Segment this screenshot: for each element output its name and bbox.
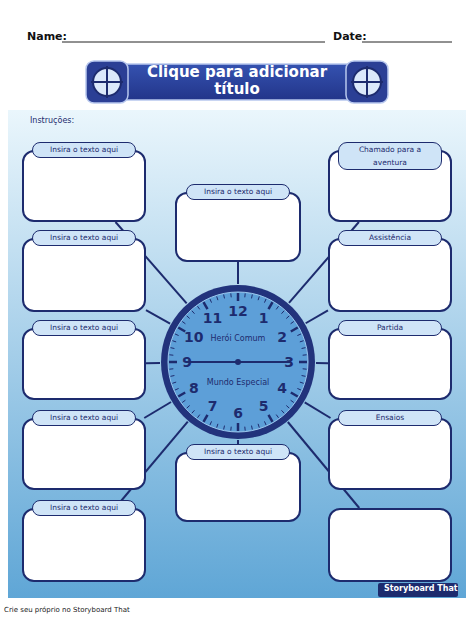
spoke-stroke — [306, 310, 328, 323]
instructions-label: Instruções: — [30, 116, 74, 125]
clock-number: 12 — [228, 302, 248, 320]
clock-circle: 12 12 3 45678 9 1011Herói ComumMundo Especial — [160, 284, 316, 440]
clock-number: 4 — [272, 379, 292, 397]
box-heading: Insira o texto aqui — [32, 500, 136, 516]
box-heading: Insira o texto aqui — [32, 410, 136, 426]
date-line — [362, 42, 452, 43]
footer-note: Crie seu próprio no Storyboard That — [4, 606, 130, 614]
clock-number: 8 — [184, 379, 204, 397]
text-box: Insira o texto aqui — [175, 452, 301, 522]
text-box: Insira o texto aqui — [22, 238, 146, 312]
clock-number: 10 — [184, 328, 204, 346]
name-line — [62, 42, 325, 43]
spoke-line — [238, 262, 239, 284]
spoke-stroke — [146, 362, 160, 364]
text-box: Chamado para a aventura — [328, 150, 452, 222]
clock-number: 9 — [177, 353, 197, 371]
spoke-stroke — [316, 362, 328, 364]
spoke-line — [146, 310, 170, 324]
clock-number: 2 — [272, 328, 292, 346]
clock-caption: Herói Comum — [160, 334, 316, 343]
text-box: Insira o texto aqui — [22, 150, 146, 222]
text-box: Assistência — [328, 238, 452, 312]
background-panel — [8, 110, 466, 598]
date-field-label: Date: — [333, 30, 367, 43]
text-box: Insira o texto aqui — [22, 328, 146, 400]
box-heading: Insira o texto aqui — [32, 230, 136, 246]
title-banner — [100, 64, 376, 100]
box-heading: Insira o texto aqui — [186, 444, 290, 460]
spoke-line — [146, 363, 160, 364]
text-box: Insira o texto aqui — [22, 508, 146, 582]
clock-number: 5 — [254, 397, 274, 415]
target-icon — [346, 61, 388, 103]
box-heading: Insira o texto aqui — [32, 320, 136, 336]
clock-number: 6 — [228, 404, 248, 422]
spoke-stroke — [146, 310, 170, 324]
clock-caption: Mundo Especial — [160, 378, 316, 387]
clock-number: 1 — [254, 309, 274, 327]
clock-number: 3 — [279, 353, 299, 371]
logo-plate — [378, 583, 458, 597]
spoke-line — [306, 310, 328, 323]
clock-number: 7 — [203, 397, 223, 415]
logo-text: Storyboard That — [384, 584, 458, 593]
spoke-stroke — [237, 262, 239, 284]
spoke-stroke — [305, 402, 331, 418]
box-heading: Insira o texto aqui — [186, 184, 290, 200]
box-heading: Insira o texto aqui — [32, 142, 136, 158]
name-field-label: Name: — [27, 30, 67, 43]
spoke-line — [305, 402, 331, 418]
box-heading: Partida — [338, 320, 442, 336]
diagram-title: Clique para adicionar título — [138, 64, 336, 98]
box-heading: Chamado para a aventura — [338, 142, 442, 170]
spoke-line — [316, 363, 328, 364]
spoke-stroke — [144, 402, 171, 418]
text-box: Insira o texto aqui — [22, 418, 146, 490]
text-box: Insira o texto aqui — [175, 192, 301, 262]
box-heading: Ensaios — [338, 410, 442, 426]
text-box: Ensaios — [328, 418, 452, 490]
spoke-line — [144, 402, 171, 418]
text-box — [328, 508, 452, 582]
target-icon — [86, 61, 128, 103]
box-heading: Assistência — [338, 230, 442, 246]
clock-number: 11 — [203, 309, 223, 327]
text-box: Partida — [328, 328, 452, 400]
